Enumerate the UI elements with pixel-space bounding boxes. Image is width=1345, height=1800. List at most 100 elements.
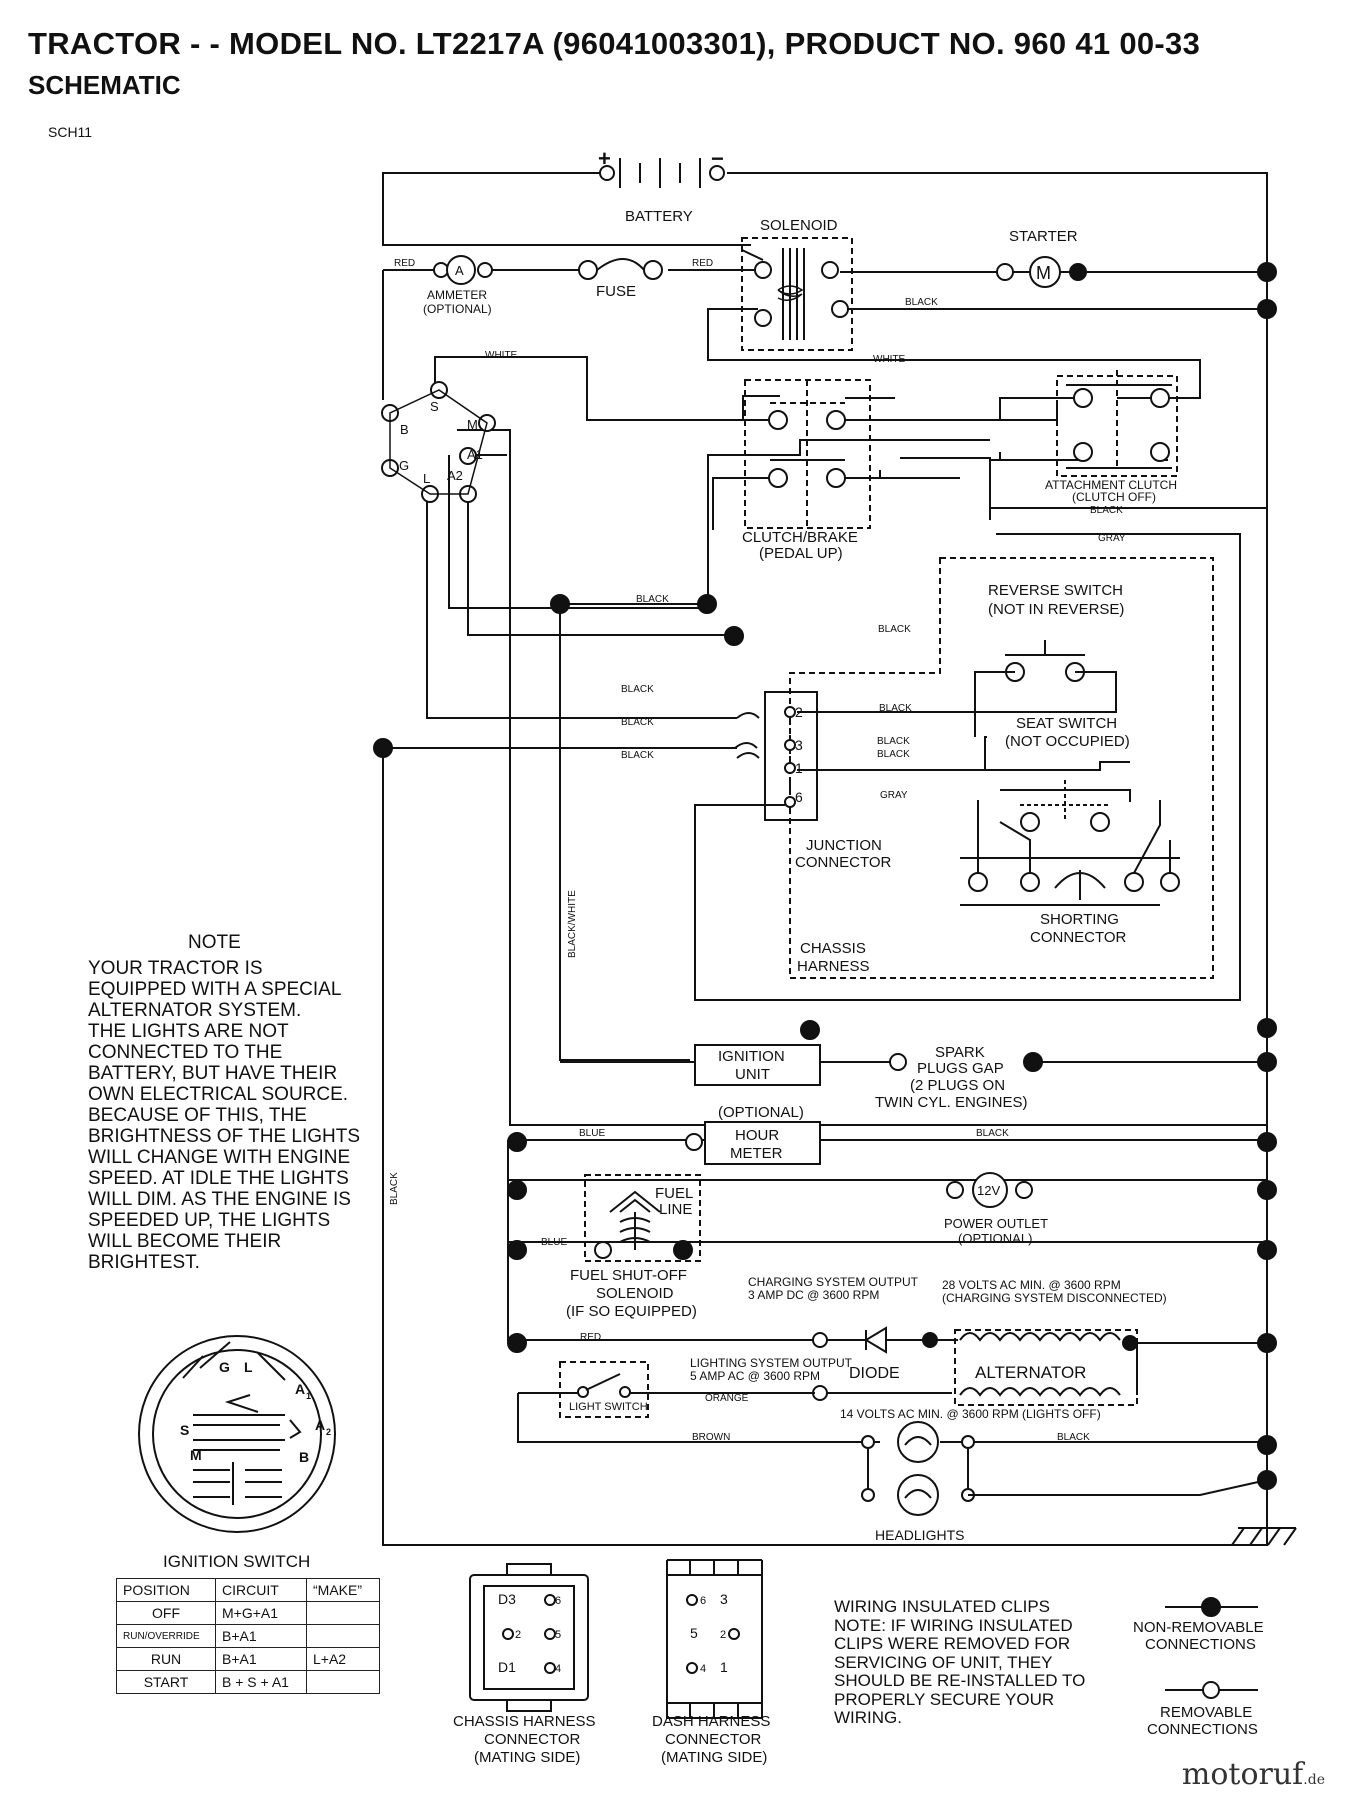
switch-face-m: M	[190, 1447, 202, 1463]
ammeter-optional: (OPTIONAL)	[423, 302, 492, 316]
cell-position: RUN/OVERRIDE	[116, 1624, 216, 1648]
clutch-brake-label: CLUTCH/BRAKE	[742, 529, 858, 546]
junction-pin-2: 2	[795, 704, 803, 720]
wire-brown: BROWN	[692, 1432, 730, 1443]
hour-meter-label-2: METER	[730, 1145, 783, 1162]
junction-node	[724, 626, 744, 646]
switch-face-s: S	[180, 1422, 189, 1438]
ignition-switch-label: IGNITION SWITCH	[163, 1552, 310, 1571]
ammeter-label: AMMETER	[427, 288, 487, 302]
cell-make	[306, 1670, 380, 1694]
a2-node	[550, 594, 570, 614]
wire-black-f: BLACK	[879, 703, 912, 714]
watermark-text: motoruf	[1181, 1757, 1304, 1792]
charging-terminal	[812, 1332, 828, 1348]
fuel-solenoid-label: FUEL SHUT-OFF	[570, 1267, 687, 1284]
cell-circuit: B+A1	[215, 1647, 307, 1671]
power-outlet-12v: 12V	[977, 1183, 1000, 1198]
volts28-label: 28 VOLTS AC MIN. @ 3600 RPM	[942, 1278, 1121, 1292]
volts14-label: 14 VOLTS AC MIN. @ 3600 RPM (LIGHTS OFF)	[840, 1407, 1101, 1421]
switch-face-g: G	[219, 1359, 230, 1375]
legend-removable-label-2: CONNECTIONS	[1147, 1721, 1258, 1738]
reverse-switch	[797, 640, 1117, 737]
header-circuit: CIRCUIT	[215, 1578, 307, 1602]
wire-red-3: RED	[580, 1332, 601, 1343]
watermark-tld: .de	[1303, 1772, 1325, 1788]
lighting-output-label: LIGHTING SYSTEM OUTPUT	[690, 1356, 853, 1370]
wire-black-b: BLACK	[878, 624, 911, 635]
terminal-g: G	[399, 458, 409, 473]
fuel-line-label: FUEL	[655, 1185, 693, 1202]
chassis-connector-label-3: (MATING SIDE)	[474, 1749, 580, 1766]
page-title: TRACTOR - - MODEL NO. LT2217A (960410033…	[28, 26, 1201, 61]
dash-pin-2: 2	[720, 1629, 726, 1641]
wire-black-a: BLACK	[636, 594, 669, 605]
cell-make: L+A2	[306, 1647, 380, 1671]
legend-nonremovable-label: NON-REMOVABLE	[1133, 1619, 1264, 1636]
cell-position: RUN	[116, 1647, 216, 1671]
spark-gap-left	[889, 1053, 907, 1071]
chassis-pin-6: 6	[555, 1595, 561, 1607]
starter-symbol	[996, 256, 1087, 288]
lighting-terminal	[812, 1385, 828, 1401]
power-outlet-label: POWER OUTLET	[944, 1216, 1048, 1231]
red-node	[507, 1333, 527, 1353]
dash-connector-label: DASH HARNESS	[652, 1713, 770, 1730]
wire-black-vertical: BLACK	[389, 1172, 400, 1205]
headlights-symbol	[861, 1421, 1268, 1516]
junction-pin-3: 3	[795, 737, 803, 753]
not-occupied-label: (NOT OCCUPIED)	[1005, 733, 1130, 750]
dash-connector-label-3: (MATING SIDE)	[661, 1749, 767, 1766]
table-row: RUN/OVERRIDE B+A1	[116, 1624, 380, 1648]
spark-label-3: (2 PLUGS ON	[910, 1077, 1005, 1094]
dash-pin-4: 4	[700, 1663, 706, 1675]
wire-black-clutch: BLACK	[1090, 505, 1123, 516]
switch-face-a2-sub: 2	[326, 1427, 331, 1437]
alternator-label: ALTERNATOR	[975, 1363, 1086, 1382]
switch-face-a1-sub: 1	[306, 1391, 311, 1401]
volts28-label-2: (CHARGING SYSTEM DISCONNECTED)	[942, 1291, 1167, 1305]
cell-circuit: B + S + A1	[215, 1670, 307, 1694]
ammeter-symbol-letter: A	[455, 263, 464, 278]
fuel-line-label-2: LINE	[659, 1201, 692, 1218]
dash-connector-label-2: CONNECTOR	[665, 1731, 762, 1748]
chassis-harness-connector	[469, 1563, 589, 1712]
chassis-pin-2: 2	[515, 1629, 521, 1641]
hour-meter-optional: (OPTIONAL)	[718, 1104, 804, 1121]
not-in-reverse-label: (NOT IN REVERSE)	[988, 601, 1124, 618]
battery-symbol	[599, 158, 725, 188]
terminal-a2: A2	[447, 468, 463, 483]
terminal-b: B	[400, 422, 409, 437]
solenoid-symbol	[741, 237, 853, 351]
pedal-up-label: (PEDAL UP)	[759, 545, 843, 562]
attachment-clutch-switch	[1056, 370, 1178, 477]
chassis-pin-4: 4	[555, 1663, 561, 1675]
ignition-switch-terminals	[381, 381, 496, 503]
page-subtitle: SCHEMATIC	[28, 70, 181, 100]
headlight-node	[1257, 1435, 1277, 1455]
wire-red-1: RED	[394, 258, 415, 269]
hourmeter-node	[1257, 1132, 1277, 1152]
ammeter-symbol	[433, 255, 493, 285]
wire-black-d: BLACK	[621, 717, 654, 728]
chassis-pin-d1: D1	[498, 1659, 516, 1675]
ignition-unit-label: IGNITION	[718, 1048, 785, 1065]
dash-pin-3: 3	[720, 1591, 728, 1607]
fuse-label: FUSE	[596, 283, 636, 300]
ignition-switch-face	[138, 1335, 336, 1533]
light-switch-label: LIGHT SWITCH	[569, 1401, 648, 1413]
junction-pin-6: 6	[795, 789, 803, 805]
shorting-connector	[960, 800, 1180, 906]
fuel-solenoid-symbol	[584, 1174, 701, 1262]
headlights-label: HEADLIGHTS	[875, 1527, 964, 1543]
terminal-a1: A1	[467, 447, 483, 462]
light-switch-symbol	[518, 1361, 815, 1418]
hour-meter-label: HOUR	[735, 1127, 779, 1144]
spark-label-2: PLUGS GAP	[917, 1060, 1004, 1077]
terminal-l: L	[423, 471, 430, 486]
table-row: OFF M+G+A1	[116, 1601, 380, 1625]
junction-connector-label: CONNECTOR	[795, 854, 892, 871]
dash-pin-1: 1	[720, 1659, 728, 1675]
switch-face-a2: A	[315, 1417, 325, 1433]
